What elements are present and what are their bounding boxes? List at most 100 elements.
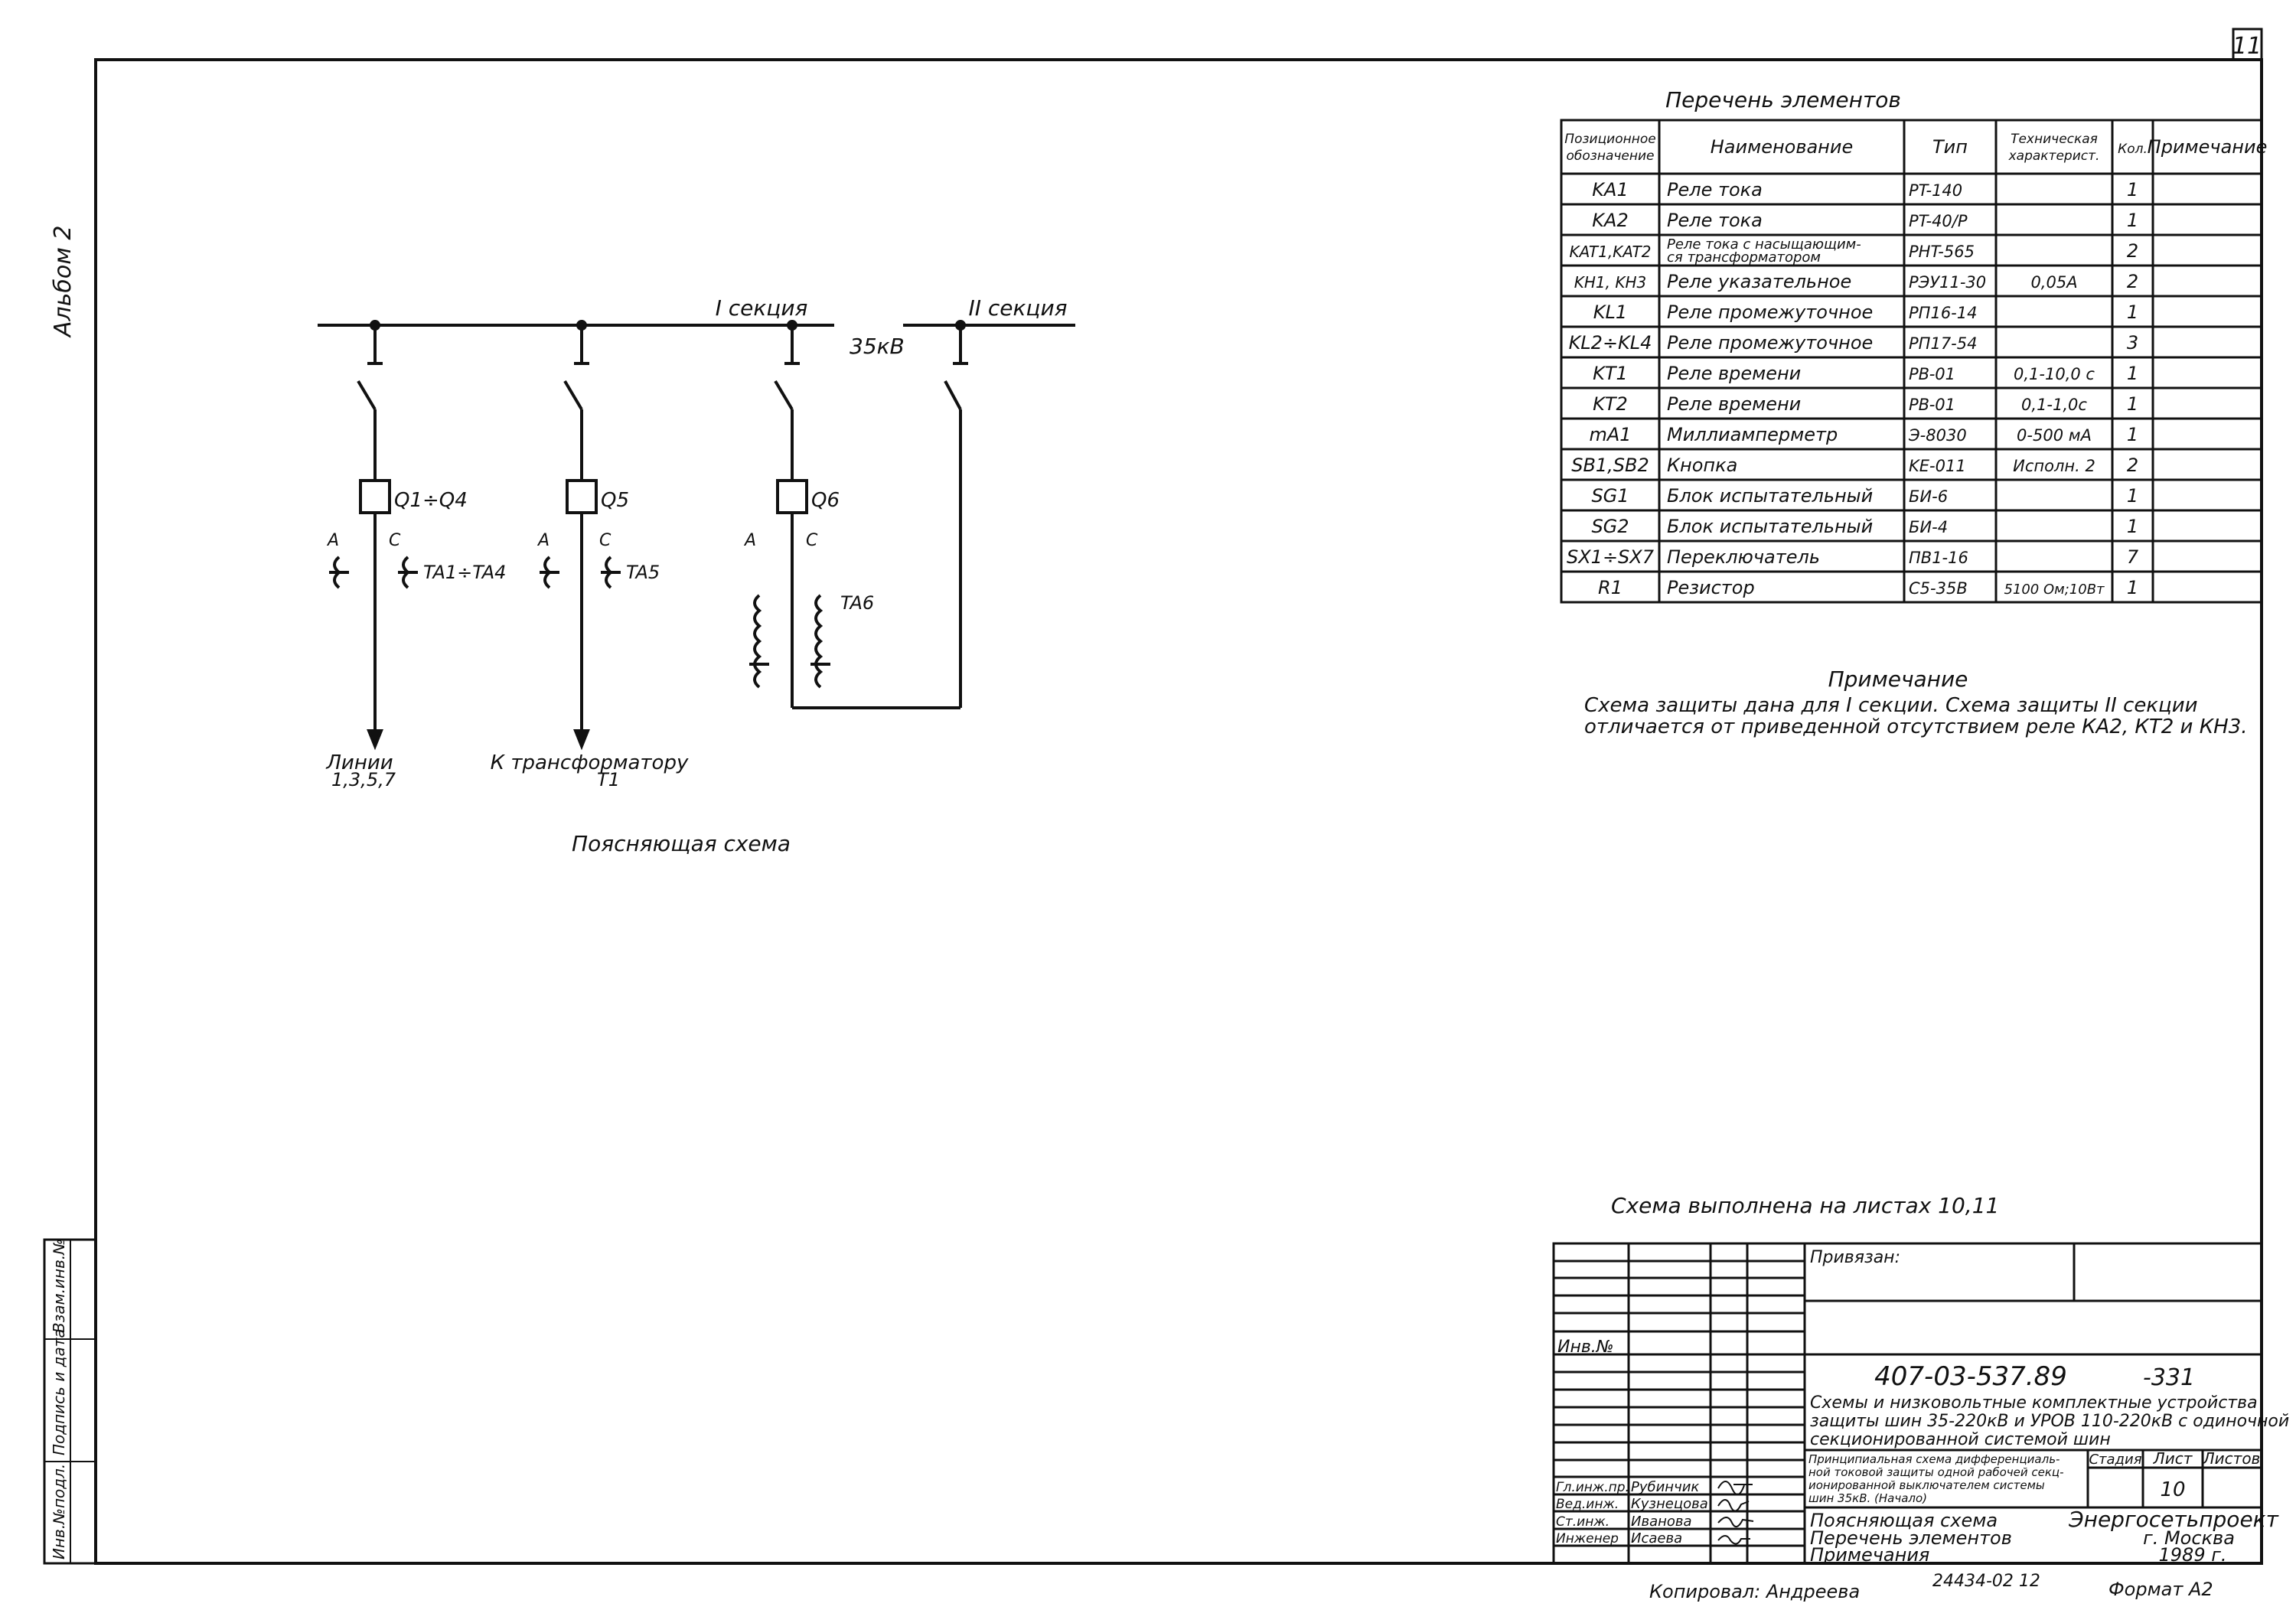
project-title-1: Схемы и низковольтные комплектные устрой… (1810, 1393, 2258, 1413)
diagram-labels: I секция II секция 35кВ Q1÷Q4 A C TA1÷TA… (325, 295, 1067, 856)
table-cell-pos-3: KH1, KH3 (1574, 273, 1646, 292)
table-cell-name-13: Резистор (1667, 577, 1755, 598)
table-cell-type-0: PT-140 (1909, 181, 1962, 200)
sheet-desc-4: шин 35кВ. (Начало) (1808, 1491, 1927, 1505)
table-cell-qty-6: 1 (2127, 363, 2138, 384)
table-cell-pos-7: KT2 (1593, 393, 1628, 415)
ct-c-3 (810, 594, 830, 689)
table-cell-tech-3: 0,05А (2030, 273, 2077, 292)
elements-table-title: Перечень элементов (1665, 87, 1901, 112)
table-cell-type-2: PHT-565 (1909, 243, 1975, 261)
listov-label: Листов (2203, 1449, 2261, 1468)
sheet-desc-2: ной токовой защиты одной рабочей секц- (1808, 1465, 2064, 1479)
list-label: Лист (2153, 1449, 2193, 1468)
table-cell-qty-1: 1 (2127, 210, 2138, 231)
footer-copied: Копировал: Андреева (1649, 1581, 1860, 1602)
phase-a-label-3: A (743, 531, 756, 550)
org-3: 1989 г. (2159, 1544, 2227, 1566)
table-cell-qty-5: 3 (2127, 332, 2138, 354)
phase-c-label-1: C (389, 531, 401, 550)
table-cell-type-12: ПВ1-16 (1909, 549, 1968, 567)
table-cell-type-7: PB-01 (1909, 396, 1955, 414)
staff-name-3: Иванова (1631, 1514, 1692, 1530)
staff-role-2: Вед.инж. (1556, 1497, 1619, 1512)
note-line-2: отличается от приведенной отсутствием ре… (1584, 715, 2248, 738)
table-cell-tech-7: 0,1-1,0с (2021, 396, 2087, 414)
signature-1 (1717, 1481, 1753, 1495)
staff-role-3: Ст.инж. (1556, 1514, 1609, 1530)
table-cell-qty-12: 7 (2127, 546, 2139, 568)
table-cell-name-9: Кнопка (1667, 455, 1737, 476)
sheet-desc-3: ионированной выключателем системы (1808, 1478, 2045, 1492)
sheet-number-box (2232, 28, 2263, 60)
project-title-2: защиты шин 35-220кВ и УРОВ 110-220кВ с о… (1810, 1412, 2289, 1431)
staff-role-4: Инженер (1556, 1531, 1619, 1546)
table-cell-type-8: Э-8030 (1908, 426, 1967, 445)
side-stamp-vzam: Взам.инв.№ (50, 1239, 68, 1333)
ct-a-3 (749, 594, 769, 689)
org-1: Энергосетьпроект (2068, 1507, 2278, 1532)
album-label: Альбом 2 (50, 226, 77, 339)
contents-3: Примечания (1810, 1544, 1929, 1566)
contents-1: Поясняющая схема (1810, 1510, 1998, 1531)
table-header-3-a: Техническая (2011, 132, 2098, 147)
org-2: г. Москва (2143, 1527, 2235, 1549)
table-header-3-b: характерист. (2008, 148, 2100, 164)
table-cell-tech-9: Исполн. 2 (2013, 457, 2095, 475)
phase-a-label-1: A (326, 531, 339, 550)
table-cell-type-4: РП16-14 (1909, 304, 1977, 322)
dest-label-2: К трансформатору (491, 751, 689, 774)
footer-format: Формат А2 (2108, 1579, 2213, 1600)
breaker-q6 (776, 479, 808, 514)
table-cell-qty-11: 1 (2127, 516, 2138, 537)
footer-archive: 24434-02 12 (1932, 1572, 2040, 1591)
sheets-note: Схема выполнена на листах 10,11 (1611, 1193, 1999, 1218)
contents-2: Перечень элементов (1810, 1527, 2012, 1549)
table-cell-name-2-a: Реле тока с насыщающим- (1667, 236, 1861, 253)
sheet-desc-1: Принципиальная схема дифференциаль- (1808, 1452, 2060, 1466)
note-title: Примечание (1828, 666, 1968, 692)
side-stamp-inv-podl: Инв.№подл. (50, 1464, 68, 1559)
table-cell-name-2-b: ся трансформатором (1667, 249, 1821, 266)
note-block: Примечание Схема защиты дана для I секци… (1584, 666, 2248, 738)
table-cell-name-1: Реле тока (1667, 210, 1763, 231)
table-cell-pos-9: SB1,SB2 (1571, 455, 1649, 476)
table-cell-qty-9: 2 (2127, 455, 2138, 476)
project-title-3: секционированной системой шин (1810, 1430, 2111, 1449)
dest-label-1: Линии (325, 751, 393, 774)
table-cell-qty-2: 2 (2127, 240, 2138, 262)
feeder-2 (540, 320, 621, 751)
phase-c-label-2: C (599, 531, 612, 550)
dest2-label-1: 1,3,5,7 (331, 769, 396, 790)
doc-code-suffix: -331 (2143, 1364, 2195, 1391)
ta-label-1: TA1÷TA4 (423, 562, 506, 583)
table-cell-qty-7: 1 (2127, 393, 2138, 415)
breaker-label-2: Q5 (601, 489, 629, 512)
table-cell-pos-11: SG2 (1591, 516, 1629, 537)
table-cell-type-9: KE-011 (1909, 457, 1966, 475)
stadia-label: Стадия (2089, 1452, 2141, 1468)
table-cell-pos-2: KAT1,KAT2 (1570, 243, 1652, 261)
table-cell-type-5: РП17-54 (1909, 334, 1977, 353)
signature-3 (1717, 1517, 1754, 1528)
table-cell-name-10: Блок испытательный (1667, 485, 1873, 507)
table-cell-name-0: Реле тока (1667, 179, 1763, 200)
table-cell-name-7: Реле времени (1667, 393, 1801, 415)
doc-code: 407-03-537.89 (1874, 1361, 2067, 1392)
table-cell-name-6: Реле времени (1667, 363, 1801, 384)
table-cell-pos-5: KL2÷KL4 (1569, 332, 1652, 354)
elements-table (1560, 119, 2263, 604)
title-block-text: Привязан: Инв.№ 407-03-537.89 -331 Схемы… (1556, 1248, 2289, 1566)
list-value: 10 (2160, 1478, 2185, 1501)
table-cell-pos-4: KL1 (1593, 301, 1627, 323)
table-header-0-a: Позиционное (1564, 132, 1655, 147)
bus-label-2: II секция (968, 295, 1067, 321)
ta-label-2: TA5 (626, 562, 660, 583)
table-header-4: Кол. (2118, 142, 2148, 157)
breaker-label-3: Q6 (811, 489, 840, 512)
privyazan-label: Привязан: (1810, 1248, 1900, 1267)
ct-c-2 (601, 556, 621, 589)
table-cell-name-4: Реле промежуточное (1667, 301, 1873, 323)
